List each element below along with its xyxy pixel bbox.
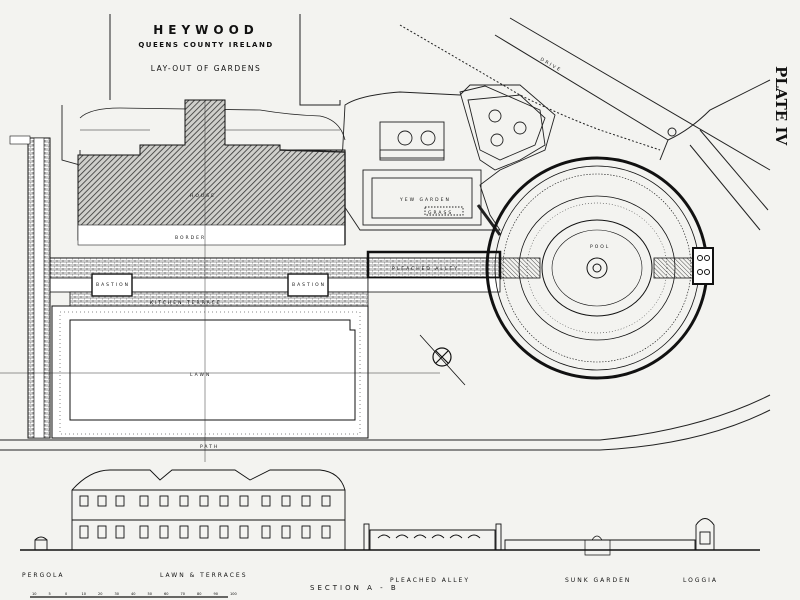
scale-tick-label: 10 <box>32 592 36 596</box>
kitchen-terrace-label: KITCHEN TERRACE <box>150 300 222 306</box>
path-label: PATH <box>200 444 219 450</box>
scale-tick-label: 0 <box>65 592 67 596</box>
section-label-sunk-garden: SUNK GARDEN <box>565 577 631 584</box>
section-label-lawn-terraces: LAWN & TERRACES <box>160 572 248 579</box>
scale-tick-label: 5 <box>49 592 51 596</box>
terrace-band: PLEACHED ALLEY KITCHEN TERRACE BASTION B… <box>37 250 502 307</box>
path: PATH <box>0 394 771 451</box>
bastion-right-label: BASTION <box>292 282 326 288</box>
plate-label: PLATE IV <box>772 66 790 145</box>
pergola-column <box>9 135 51 439</box>
bastion-left-label: BASTION <box>96 282 130 288</box>
plan-title: HEYWOOD <box>153 23 259 37</box>
scale-tick-label: 20 <box>98 592 102 596</box>
section-label-pleached-alley: PLEACHED ALLEY <box>390 577 470 584</box>
yew-garden: YEW GARDEN GRASS <box>339 84 556 236</box>
drive-label: DRIVE <box>539 57 563 74</box>
border-label: BORDER <box>175 235 206 241</box>
scale-tick-label: 70 <box>181 592 185 596</box>
plan-subtitle: LAY-OUT OF GARDENS <box>151 64 262 73</box>
scale-tick-label: 40 <box>131 592 135 596</box>
yew-garden-label: YEW GARDEN <box>399 197 451 203</box>
scale-tick-label: 60 <box>164 592 168 596</box>
section-elevation: PERGOLA LAWN & TERRACES PLEACHED ALLEY S… <box>20 469 760 592</box>
scale-tick-label: 100 <box>230 592 237 596</box>
house-label: HOUSE <box>190 193 216 199</box>
scale-tick-label: 90 <box>214 592 218 596</box>
scale-tick-label: 10 <box>82 592 86 596</box>
plan-location: QUEENS COUNTY IRELAND <box>138 41 273 49</box>
section-label-pergola: PERGOLA <box>22 572 65 579</box>
scale-tick-label: 50 <box>148 592 152 596</box>
lawn: LAWN <box>0 100 440 462</box>
scale-tick-label: 80 <box>197 592 201 596</box>
grass-label: GRASS <box>428 210 453 216</box>
compass-icon <box>419 334 466 386</box>
title-block: HEYWOOD QUEENS COUNTY IRELAND LAY-OUT OF… <box>109 14 341 106</box>
sunk-garden: POOL <box>485 156 709 380</box>
loggia <box>692 247 714 285</box>
pleached-alley-label: PLEACHED ALLEY <box>392 266 459 272</box>
scale-tick-label: 30 <box>115 592 119 596</box>
lawn-label: LAWN <box>190 372 211 378</box>
section-label-loggia: LOGGIA <box>683 577 718 584</box>
pool-label: POOL <box>590 244 610 250</box>
section-ab-label: SECTION A - B <box>310 584 399 592</box>
drive: DRIVE <box>399 17 771 231</box>
house-block: HOUSE BORDER <box>61 99 346 246</box>
